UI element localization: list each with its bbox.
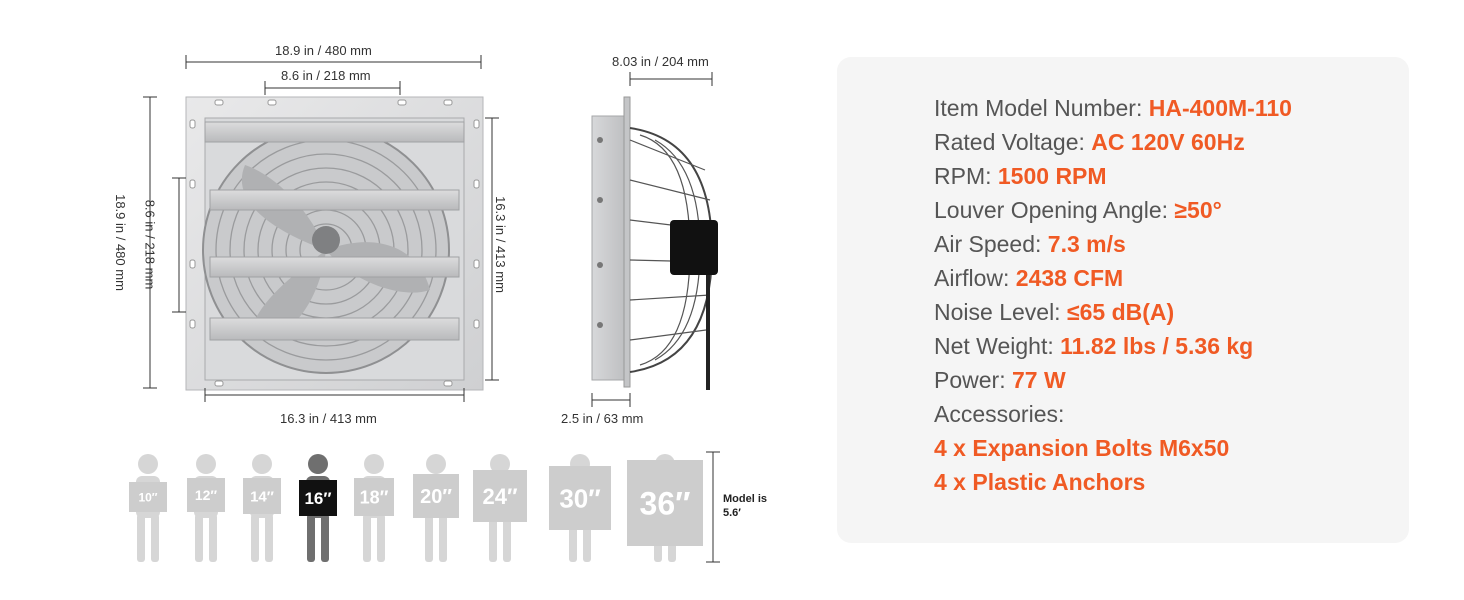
spec-power-value: 77 W <box>1011 367 1066 393</box>
spec-noise-label: Noise Level: <box>934 299 1067 325</box>
size-label: 12″ <box>195 487 218 503</box>
figure-leg <box>307 514 315 562</box>
figure-leg <box>363 514 371 562</box>
figure-leg <box>195 514 203 562</box>
figure-leg <box>425 514 433 562</box>
size-figure-0: 10″ <box>129 454 167 562</box>
front-bottom-width-label: 16.3 in / 413 mm <box>280 411 377 426</box>
spec-weight-label: Net Weight: <box>934 333 1061 359</box>
front-view <box>185 96 484 391</box>
figure-leg <box>321 514 329 562</box>
side-dimension-lines <box>591 72 713 407</box>
figure-leg <box>151 514 159 562</box>
figure-leg <box>265 514 273 562</box>
spec-model-label: Item Model Number: <box>934 95 1149 121</box>
size-figure-8: 36″ <box>627 454 703 562</box>
spec-power: Power: 77 W <box>934 363 1292 397</box>
side-view <box>591 96 718 390</box>
figure-leg <box>377 514 385 562</box>
spec-louver-label: Louver Opening Angle: <box>934 197 1175 223</box>
size-figure-3: 16″ <box>299 454 337 562</box>
figure-leg <box>209 514 217 562</box>
size-label: 10″ <box>138 490 157 504</box>
spec-airspeed-value: 7.3 m/s <box>1047 231 1126 257</box>
size-label: 18″ <box>360 487 389 507</box>
size-figure-1: 12″ <box>187 454 225 562</box>
size-label: 30″ <box>559 483 600 513</box>
size-label: 16″ <box>304 489 331 508</box>
figure-head <box>196 454 216 474</box>
spec-list: Item Model Number: HA-400M-110 Rated Vol… <box>934 91 1292 499</box>
figure-head <box>252 454 272 474</box>
size-sign <box>473 470 527 522</box>
spec-voltage-value: AC 120V 60Hz <box>1091 129 1245 155</box>
size-label: 14″ <box>250 488 274 505</box>
size-label: 20″ <box>420 486 452 508</box>
figure-leg <box>503 514 511 562</box>
spec-airflow: Airflow: 2438 CFM <box>934 261 1292 295</box>
model-height-note: Model is 5.6′ <box>723 492 767 520</box>
spec-voltage-label: Rated Voltage: <box>934 129 1092 155</box>
spec-rpm-label: RPM: <box>934 163 998 189</box>
size-sign <box>627 460 703 546</box>
front-inner-left-label: 8.6 in / 218 mm <box>142 199 158 290</box>
fan-drawings: 10″ 12″ 14″ 16″ 18″ 20″ 24″ 30″ 36″ <box>129 55 720 563</box>
size-sign <box>187 478 225 512</box>
spec-airflow-label: Airflow: <box>934 265 1016 291</box>
side-depth-label: 8.03 in / 204 mm <box>612 54 709 69</box>
figure-head <box>308 454 328 474</box>
side-flange-label: 2.5 in / 63 mm <box>561 411 644 426</box>
spec-airspeed: Air Speed: 7.3 m/s <box>934 227 1292 261</box>
spec-airspeed-label: Air Speed: <box>934 231 1048 257</box>
spec-noise-value: ≤65 dB(A) <box>1066 299 1175 325</box>
spec-louver-value: ≥50° <box>1174 197 1222 223</box>
spec-panel: Item Model Number: HA-400M-110 Rated Vol… <box>837 57 1409 543</box>
spec-model-value: HA-400M-110 <box>1148 95 1292 121</box>
size-figure-5: 20″ <box>413 454 459 562</box>
size-sign <box>129 482 167 512</box>
spec-airflow-value: 2438 CFM <box>1015 265 1124 291</box>
figure-head <box>490 454 510 474</box>
size-sign <box>354 478 394 516</box>
spec-noise: Noise Level: ≤65 dB(A) <box>934 295 1292 329</box>
spec-voltage: Rated Voltage: AC 120V 60Hz <box>934 125 1292 159</box>
model-note-line2: 5.6′ <box>723 507 741 519</box>
spec-model: Item Model Number: HA-400M-110 <box>934 91 1292 125</box>
front-height-label: 18.9 in / 480 mm <box>112 194 128 291</box>
figure-leg <box>489 514 497 562</box>
model-height-line <box>706 451 720 563</box>
spec-rpm-value: 1500 RPM <box>997 163 1107 189</box>
spec-accessory-2: 4 x Plastic Anchors <box>934 469 1146 495</box>
size-label: 24″ <box>482 484 517 509</box>
spec-accessory-1: 4 x Expansion Bolts M6x50 <box>934 435 1230 461</box>
spec-power-label: Power: <box>934 367 1012 393</box>
size-figure-2: 14″ <box>243 454 281 562</box>
size-figure-7: 30″ <box>549 454 611 562</box>
spec-weight: Net Weight: 11.82 lbs / 5.36 kg <box>934 329 1292 363</box>
front-inner-top-label: 8.6 in / 218 mm <box>281 68 371 83</box>
size-label: 36″ <box>640 486 691 522</box>
size-comparison: 10″ 12″ 14″ 16″ 18″ 20″ 24″ 30″ 36″ <box>129 454 703 562</box>
figure-leg <box>439 514 447 562</box>
figure-head <box>364 454 384 474</box>
model-note-line1: Model is <box>723 493 768 505</box>
spec-louver: Louver Opening Angle: ≥50° <box>934 193 1292 227</box>
size-sign <box>549 466 611 530</box>
figure-head <box>426 454 446 474</box>
figure-leg <box>251 514 259 562</box>
size-sign <box>413 474 459 518</box>
size-figure-6: 24″ <box>473 454 527 562</box>
figure-head <box>138 454 158 474</box>
front-width-label: 18.9 in / 480 mm <box>275 43 372 58</box>
size-sign <box>299 480 337 516</box>
spec-weight-value: 11.82 lbs / 5.36 kg <box>1060 333 1254 359</box>
size-sign <box>243 478 281 514</box>
spec-accessories-label: Accessories: <box>934 401 1065 427</box>
spec-rpm: RPM: 1500 RPM <box>934 159 1292 193</box>
front-right-height-label: 16.3 in / 413 mm <box>492 196 508 293</box>
figure-leg <box>137 514 145 562</box>
front-dimension-lines <box>143 55 499 402</box>
size-figure-4: 18″ <box>354 454 394 562</box>
